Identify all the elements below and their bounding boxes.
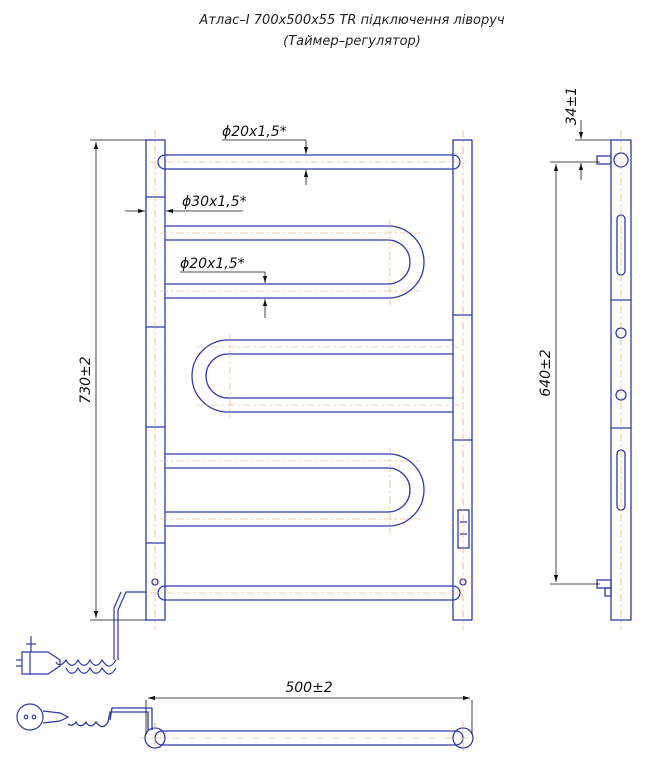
right-collector bbox=[452, 139, 473, 621]
dim-side-height-label: 640±2 bbox=[538, 349, 554, 396]
dim-side-tube-label: ϕ30х1,5* bbox=[182, 194, 247, 210]
drawing-subtitle: (Таймер–регулятор) bbox=[283, 34, 421, 49]
timer-regulator bbox=[457, 509, 470, 549]
dim-side-offset-label: 34±1 bbox=[564, 87, 580, 125]
plug-front-icon bbox=[16, 636, 61, 675]
coil-lower bbox=[165, 453, 425, 527]
bottom-view bbox=[67, 707, 474, 749]
dim-width-label: 500±2 bbox=[285, 680, 332, 696]
power-cable-front bbox=[55, 591, 146, 675]
dim-coil-tube-label: ϕ20х1,5* bbox=[180, 256, 245, 272]
dim-height-label: 730±2 bbox=[78, 356, 94, 403]
left-collector bbox=[145, 139, 166, 621]
plug-bottom-icon bbox=[16, 703, 70, 731]
side-view bbox=[596, 139, 632, 621]
drawing-title: Атлас–І 700х500х55 TR підключення лівору… bbox=[198, 13, 504, 28]
coil-middle bbox=[191, 339, 453, 413]
coil-upper bbox=[165, 225, 425, 299]
centerlines-bottom bbox=[140, 722, 478, 754]
dimension-lines bbox=[90, 120, 611, 735]
dim-top-tube-label: ϕ20х1,5* bbox=[222, 124, 287, 140]
centerlines-front bbox=[150, 130, 470, 630]
front-view bbox=[145, 139, 473, 621]
